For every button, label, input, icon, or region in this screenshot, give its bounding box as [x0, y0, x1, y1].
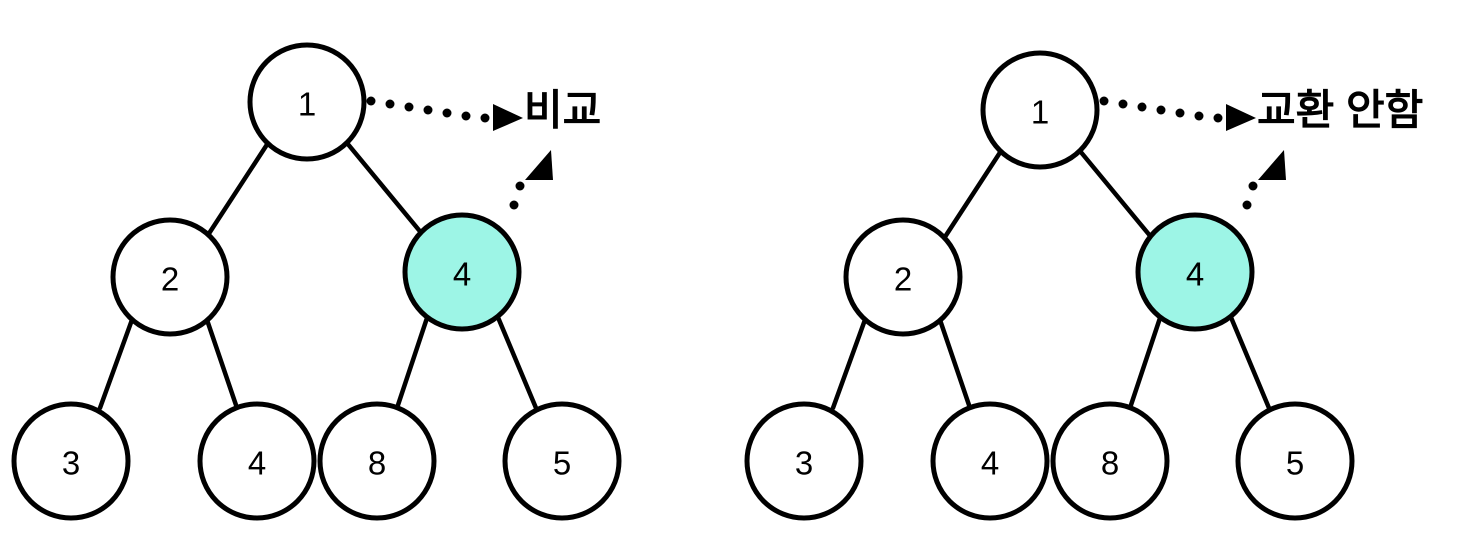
arrow-dot: [404, 102, 414, 112]
node-value: 2: [161, 261, 179, 298]
node-left-n5[interactable]: 5: [502, 401, 622, 521]
node-right-n4b[interactable]: 4: [930, 401, 1050, 521]
arrow-dot: [1213, 113, 1223, 123]
dotted-arrow-from-highlighted-node: [509, 150, 553, 210]
node-circle: [197, 401, 317, 521]
node-value: 3: [62, 445, 80, 482]
node-value: 4: [453, 256, 471, 293]
node-value: 1: [1031, 94, 1049, 131]
edge-n2-to-left-child: [830, 314, 869, 411]
arrow-dot: [1156, 105, 1166, 115]
node-circle: [843, 217, 963, 337]
arrowhead-right-icon: [1226, 104, 1256, 131]
node-left-n4-highlighted[interactable]: 4: [402, 212, 522, 332]
arrow-dot: [1118, 99, 1128, 109]
node-right-n2[interactable]: 2: [843, 217, 963, 337]
node-value: 5: [553, 445, 571, 482]
node-value: 4: [1186, 256, 1204, 293]
annotation-label-no-swap: 교환 안함: [1257, 87, 1423, 134]
node-circle: [317, 401, 437, 521]
node-circle: [980, 50, 1100, 170]
node-right-root[interactable]: 1: [980, 50, 1100, 170]
dotted-arrow-from-root: [1099, 96, 1256, 131]
node-circle: [1235, 401, 1355, 521]
arrowhead-right-icon: [493, 104, 523, 131]
node-left-n2[interactable]: 2: [110, 217, 230, 337]
node-circle: [744, 401, 864, 521]
node-circle: [502, 401, 622, 521]
node-left-n8[interactable]: 8: [317, 401, 437, 521]
node-value: 4: [248, 445, 266, 482]
arrow-dot: [442, 108, 452, 118]
arrow-dot: [1175, 108, 1185, 118]
edge-n4-to-right-child: [494, 312, 539, 411]
arrow-dot: [1099, 96, 1109, 106]
node-circle: [110, 217, 230, 337]
edge-root-to-right-child: [1077, 148, 1159, 246]
node-value: 3: [795, 445, 813, 482]
arrow-dot: [509, 200, 519, 210]
edge-root-to-left-child: [205, 140, 271, 238]
arrow-dot: [366, 96, 376, 106]
arrow-dot: [1137, 102, 1147, 112]
arrow-dot: [1248, 181, 1258, 191]
annotation-label-compare: 비교: [524, 87, 601, 134]
arrow-dot: [461, 111, 471, 121]
arrow-dot: [1242, 200, 1252, 210]
node-right-n3[interactable]: 3: [744, 401, 864, 521]
arrow-dot: [1194, 111, 1204, 121]
node-left-n4b[interactable]: 4: [197, 401, 317, 521]
node-value: 5: [1286, 445, 1304, 482]
edge-n4-to-left-child: [1127, 312, 1164, 411]
edge-root-to-right-child: [344, 140, 426, 238]
node-circle: [930, 401, 1050, 521]
arrow-dot: [385, 99, 395, 109]
node-left-n3[interactable]: 3: [11, 401, 131, 521]
edge-n2-to-right-child: [203, 314, 240, 411]
arrow-dot: [423, 105, 433, 115]
node-value: 4: [981, 445, 999, 482]
node-circle: [247, 42, 367, 162]
dotted-arrow-from-root: [366, 96, 523, 131]
edge-n4-to-right-child: [1227, 312, 1272, 411]
node-right-n5[interactable]: 5: [1235, 401, 1355, 521]
node-value: 8: [1101, 445, 1119, 482]
edge-n2-to-left-child: [97, 314, 136, 411]
edge-root-to-left-child: [938, 148, 1004, 246]
node-circle: [11, 401, 131, 521]
node-circle-highlighted: [402, 212, 522, 332]
node-circle: [1050, 401, 1170, 521]
arrow-dot: [515, 181, 525, 191]
node-value: 2: [894, 261, 912, 298]
arrowhead-upleft-icon: [1258, 150, 1286, 180]
node-left-root[interactable]: 1: [247, 42, 367, 162]
arrowhead-upleft-icon: [525, 150, 553, 180]
dotted-arrow-from-highlighted-node: [1242, 150, 1286, 210]
node-value: 1: [298, 86, 316, 123]
node-right-n8[interactable]: 8: [1050, 401, 1170, 521]
edge-n2-to-right-child: [936, 314, 973, 411]
left-tree-panel: 1 2 4 3 4 8: [11, 42, 622, 521]
node-circle-highlighted: [1135, 212, 1255, 332]
node-right-n4-highlighted[interactable]: 4: [1135, 212, 1255, 332]
right-tree-panel: 1 2 4 3 4 8: [744, 50, 1423, 521]
edge-n4-to-left-child: [394, 312, 431, 411]
node-value: 8: [368, 445, 386, 482]
arrow-dot: [480, 113, 490, 123]
